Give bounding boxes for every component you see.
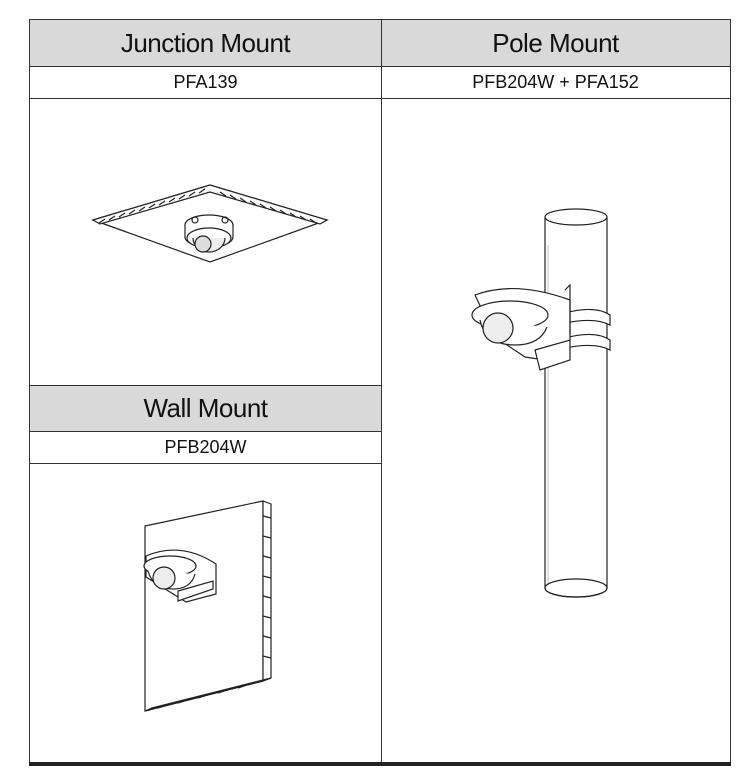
wall-mount-illustration — [143, 500, 272, 712]
pole-mount-model: PFB204W + PFA152 — [472, 72, 639, 92]
junction-mount-header: Junction Mount — [30, 20, 381, 66]
junction-mount-illustration — [91, 184, 329, 263]
wall-mount-header: Wall Mount — [30, 386, 381, 431]
junction-mount-model: PFA139 — [173, 72, 238, 92]
pole-mount-header: Pole Mount — [381, 20, 730, 66]
pole-mount-illustration — [471, 208, 611, 598]
wall-mount-model: PFB204W — [164, 437, 247, 457]
table-bottom-rule — [29, 762, 731, 766]
mount-table: Junction Mount Pole Mount PFA139 PFB204W… — [29, 19, 731, 764]
